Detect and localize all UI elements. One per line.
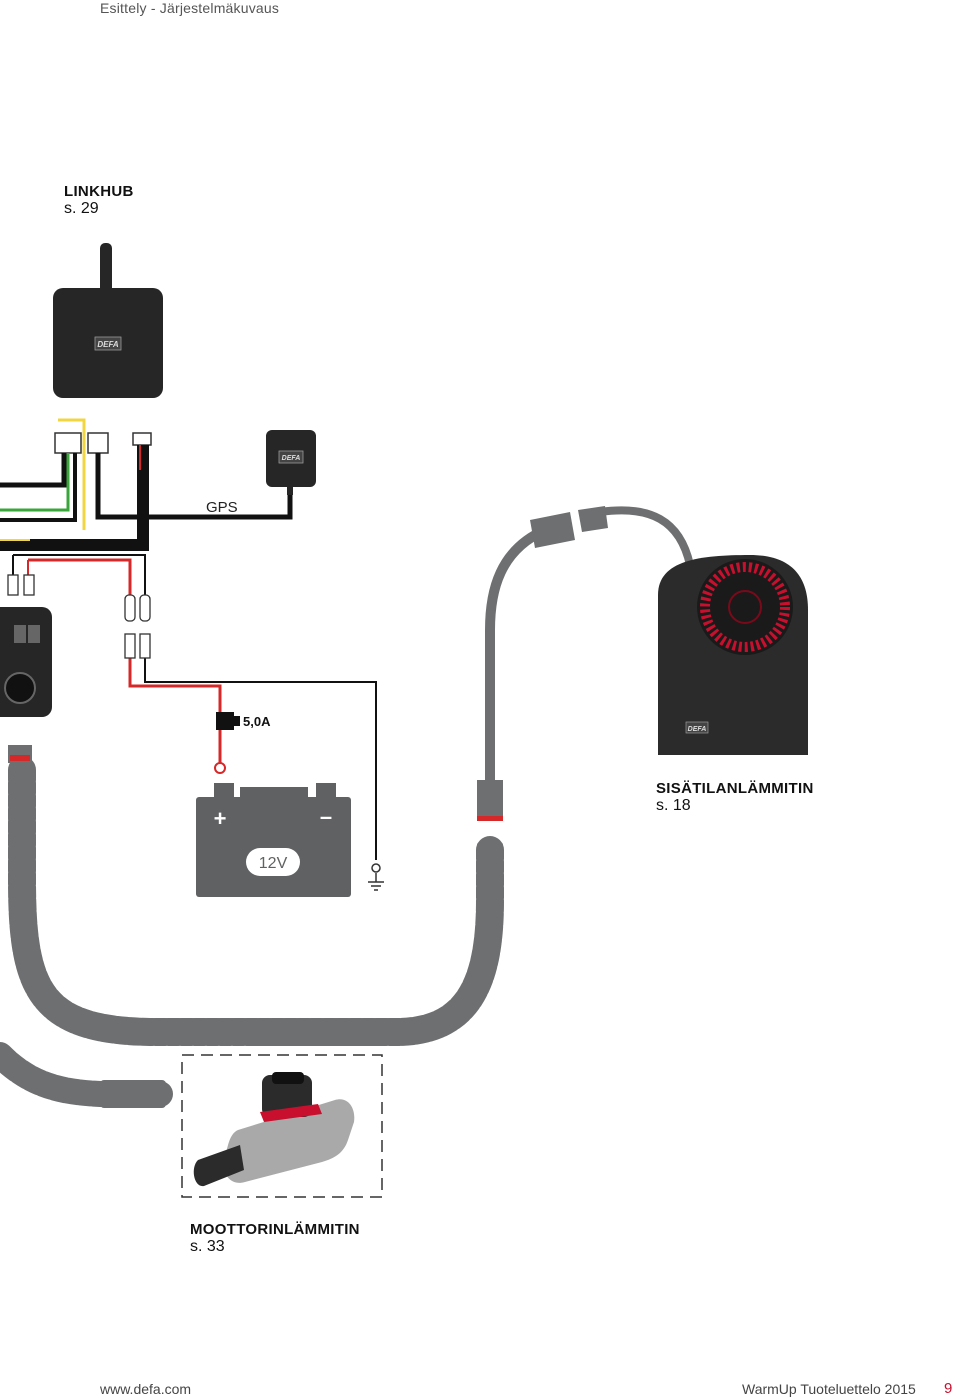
connector-block-1 [54, 432, 82, 454]
linkhub-label: LINKHUB s. 29 [64, 183, 134, 218]
page-number: 9 [944, 1380, 953, 1397]
page-header: Esittely - Järjestelmäkuvaus [100, 0, 280, 16]
engine-heater [193, 1072, 355, 1187]
interior-heater-page-ref: s. 18 [656, 797, 691, 814]
gps-logo [278, 450, 304, 464]
battery: + – 12V [196, 783, 351, 897]
wiring [0, 418, 377, 860]
linkhub-logo-text: DEFA [97, 340, 119, 349]
connector-block-3 [132, 432, 152, 446]
linkhub-device: DEFA [53, 243, 163, 398]
footer-url[interactable]: www.defa.com [100, 1381, 192, 1397]
harness-connector-end [100, 1080, 166, 1108]
heater-logo [685, 721, 709, 734]
engine-heater-title: MOOTTORINLÄMMITIN [190, 1221, 360, 1238]
linkhub-logo [94, 336, 122, 351]
battery-voltage: 12V [259, 855, 288, 872]
heater-logo-text: DEFA [688, 726, 707, 733]
linkhub-title: LINKHUB [64, 183, 134, 200]
gps-label: GPS [206, 499, 238, 516]
harness-inline-plug [477, 780, 503, 820]
engine-heater-frame [181, 1054, 383, 1198]
interior-heater: DEFA [658, 555, 808, 755]
connector-block-2 [87, 432, 109, 454]
harness-cable [0, 506, 694, 1107]
control-unit [0, 607, 52, 717]
ground-icon [368, 863, 384, 891]
battery-plus: + [214, 806, 227, 831]
battery-minus: – [320, 804, 332, 829]
terminals [7, 574, 151, 659]
fuse [216, 712, 240, 730]
gps-module: DEFA [266, 430, 316, 495]
footer-catalog-title: WarmUp Tuoteluettelo 2015 [742, 1381, 916, 1397]
linkhub-page-ref: s. 29 [64, 200, 99, 217]
interior-heater-title: SISÄTILANLÄMMITIN [656, 780, 814, 797]
gps-logo-text: DEFA [282, 455, 301, 462]
linkhub-antenna [100, 243, 112, 293]
interior-heater-label: SISÄTILANLÄMMITIN s. 18 [656, 780, 814, 815]
heater-cable-connector-a [530, 512, 575, 548]
engine-heater-label: MOOTTORINLÄMMITIN s. 33 [190, 1221, 360, 1256]
harness-plug-seal [10, 755, 30, 761]
harness-inline-socket [477, 842, 503, 902]
red-ring-terminal [214, 762, 226, 774]
harness-inline-seal [477, 816, 503, 821]
engine-heater-page-ref: s. 33 [190, 1238, 225, 1255]
heater-cable-connector-b [578, 506, 608, 532]
fuse-label: 5,0A [243, 714, 271, 729]
